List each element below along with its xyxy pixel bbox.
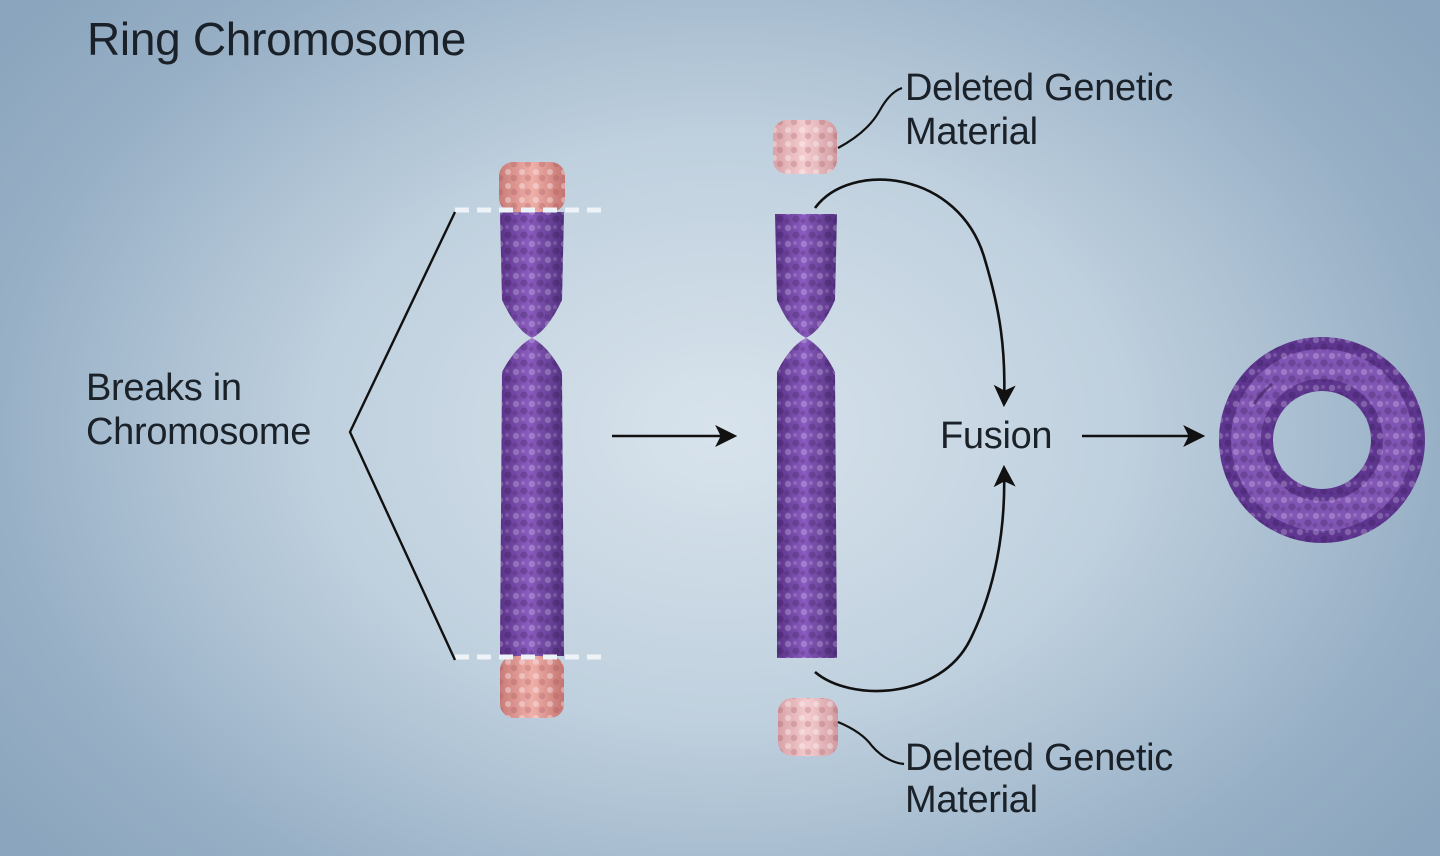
deleted-fragment-bottom [778, 698, 838, 756]
deleted-bottom-leader [837, 720, 905, 766]
upper-arm [500, 212, 564, 338]
breaks-label-line1: Breaks in [86, 367, 242, 409]
top-telomere [499, 162, 565, 212]
fusion-arrow-top [813, 178, 1016, 408]
broken-lower-arm [777, 338, 837, 658]
lower-arm [500, 338, 564, 656]
diagram-title: Ring Chromosome [87, 13, 466, 65]
breaks-label-line2: Chromosome [86, 411, 312, 453]
deleted-bottom-label-line1: Deleted Genetic [905, 737, 1173, 779]
deleted-bottom-label-line2: Material [905, 779, 1038, 821]
fusion-arrow-bottom [814, 464, 1016, 693]
bottom-telomere [500, 656, 564, 718]
deleted-fragment-top [773, 120, 837, 174]
intact-chromosome [455, 162, 606, 718]
deleted-top-label-line1: Deleted Genetic [905, 67, 1173, 109]
deleted-top-label-line2: Material [905, 111, 1038, 153]
ring-chromosome [1219, 337, 1425, 543]
fusion-label: Fusion [940, 415, 1053, 457]
broken-upper-arm [775, 214, 837, 338]
deleted-top-leader [837, 86, 903, 149]
broken-chromosome [773, 120, 838, 756]
breaks-bracket [348, 211, 457, 661]
